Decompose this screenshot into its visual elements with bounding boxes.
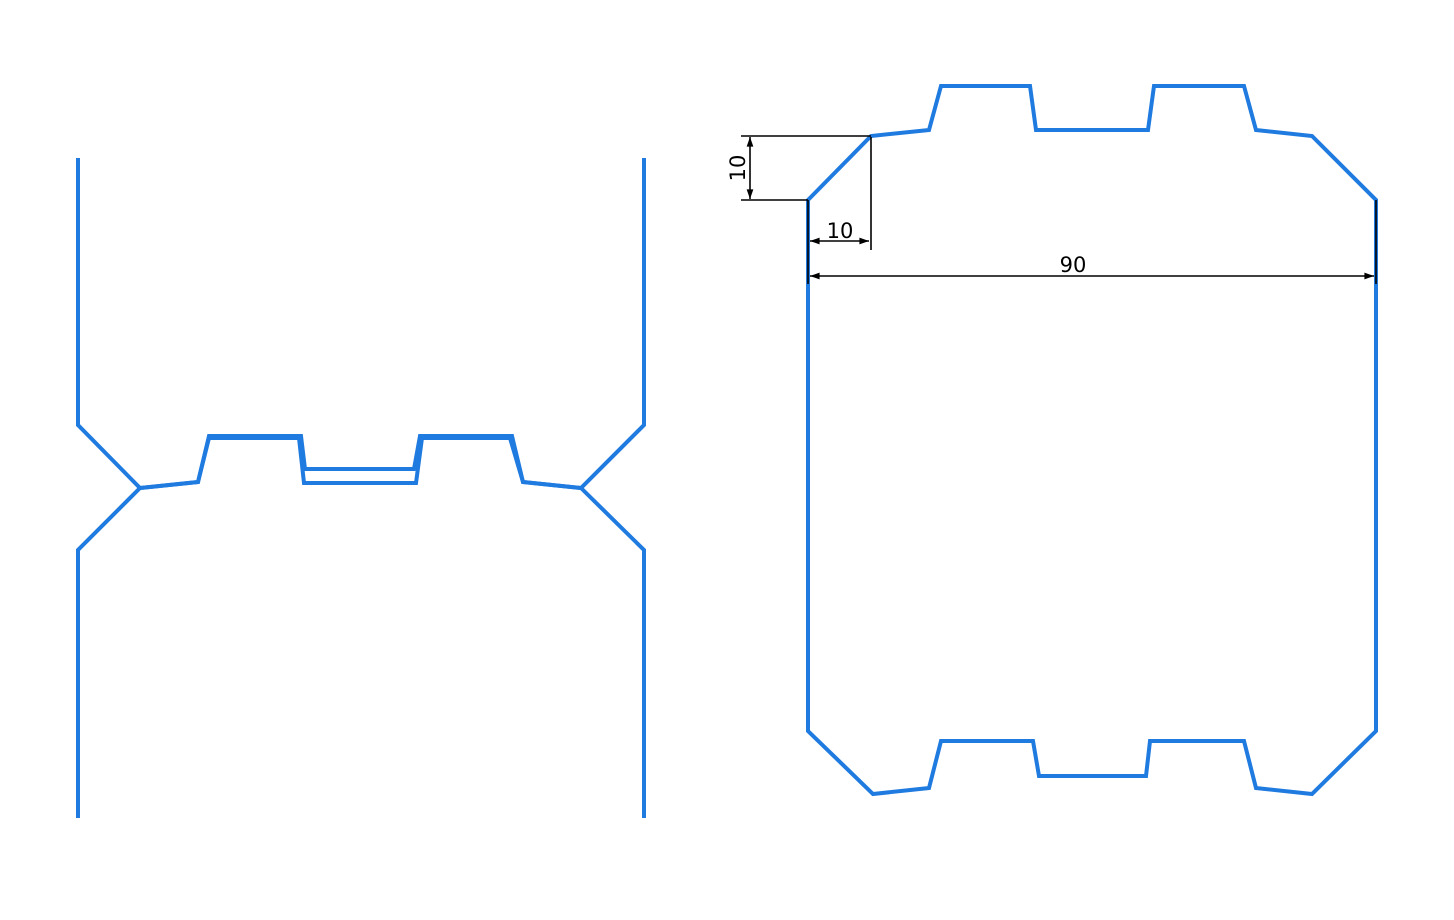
- dimension-annotations: 10 10 90: [726, 135, 1377, 284]
- horizontal-chamfer-label: 10: [827, 219, 854, 243]
- overall-width-label: 90: [1060, 253, 1087, 277]
- horizontal-chamfer-dimension: 10: [810, 137, 872, 250]
- overall-width-dimension: 90: [807, 200, 1377, 284]
- right-closed-profile: [806, 84, 1378, 797]
- left-assembly-view: [76, 158, 646, 818]
- left-inner-profile: [76, 436, 646, 818]
- vertical-chamfer-label: 10: [726, 155, 750, 182]
- vertical-chamfer-dimension: 10: [726, 135, 871, 201]
- left-outer-profile: [76, 158, 646, 491]
- right-section-view: [806, 84, 1378, 797]
